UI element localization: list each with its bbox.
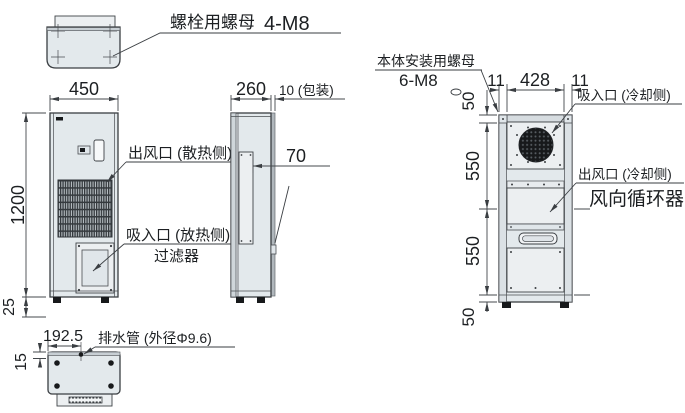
air-circulator-label: 风向循环器 (589, 188, 684, 210)
rear-screw-strip (506, 180, 565, 189)
front-handle (93, 139, 105, 162)
top-view-front-band (46, 27, 121, 32)
rear-bottom50-text: 50 (459, 308, 478, 327)
front-filter-inner (81, 249, 109, 287)
outlet-heat-label: 出风口 (散热侧) (128, 145, 232, 162)
rear-top50-text: 50 (459, 92, 478, 111)
body-mount-nut-spec-label: 6-M8 (399, 71, 438, 90)
side-front-face-strip (230, 112, 237, 298)
front-view (49, 112, 119, 303)
bottom-view (47, 342, 121, 407)
front-foot-right (101, 297, 109, 303)
inlet-cool-label: 吸入口 (冷却侧) (577, 88, 671, 103)
front-view-dimensions: 450 1200 25 (1, 79, 119, 318)
rear-bracket-nut-left (502, 118, 504, 120)
offset70-leader (274, 185, 290, 244)
top-view: 螺栓用螺母 4-M8 (46, 13, 341, 69)
rear-thin-row-screw-right (559, 226, 561, 228)
outlet-cool-leader (549, 182, 577, 213)
side-foot-front (236, 297, 244, 303)
filter-label: 过滤器 (154, 248, 199, 265)
rear-margin-right-text: 11 (571, 71, 589, 90)
height-dim-text: 1200 (8, 185, 28, 225)
mount-nut-symbol (450, 88, 462, 96)
front-outlet-grille (57, 179, 113, 238)
rear-top-frame (506, 114, 565, 123)
base-height-dim-text: 25 (1, 298, 18, 316)
drain-pipe (78, 352, 84, 357)
rear-width-text: 428 (520, 70, 550, 90)
rear-right-extension-lines (574, 208, 590, 296)
bolt-nut-cross-marks (51, 24, 117, 64)
offset70-dim-text: 70 (286, 146, 306, 166)
front-nameplate (56, 117, 63, 121)
body-mount-nut-leader (480, 69, 499, 113)
rear-bottom-panel (506, 247, 565, 293)
body-mount-nut-label: 本体安装用螺母 (377, 53, 475, 69)
drain-pipe-label: 排水管 (外径Φ9.6) (98, 330, 212, 346)
inlet-heat-leader (92, 243, 125, 272)
rear-thin-row-screw-left (510, 226, 512, 228)
drain-x-dim-text: 192.5 (43, 328, 83, 345)
width-dim-text: 450 (69, 79, 99, 99)
rear-right-edge-strip (564, 114, 573, 303)
side-view-dimensions: 260 10 (包装) 70 (230, 79, 345, 244)
rear-foot-left (502, 302, 511, 308)
packing-dim-text: 10 (包装) (279, 83, 334, 98)
rear-margin-left-text: 11 (487, 71, 505, 90)
rear-view (498, 114, 573, 308)
rear-thin-row (506, 223, 565, 231)
side-foot-rear (257, 297, 265, 303)
rear-left-edge-strip (498, 114, 507, 303)
rear-view-callouts: 本体安装用螺母 6-M8 吸入口 (冷却侧) 出风口 (冷却侧) 风向循环器 (375, 53, 684, 213)
side-view (230, 112, 277, 303)
bolt-nut-spec-label: 4-M8 (264, 13, 310, 35)
bottom-feet (54, 360, 114, 389)
rear-handle-slot-inner (522, 235, 554, 242)
rear-screw-strip-screws (511, 183, 560, 186)
front-filter-screws (77, 244, 113, 292)
side-tab (270, 244, 277, 255)
rear-fan-panel-screws (510, 125, 561, 166)
rear-lower550-text: 550 (463, 236, 483, 266)
bottom-view-dimensions: 192.5 15 排水管 (外径Φ9.6) (13, 328, 235, 371)
bolt-nut-label: 螺栓用螺母 (170, 13, 255, 32)
rear-top-extension-lines (498, 84, 573, 112)
inlet-heat-label: 吸入口 (放热侧) (126, 227, 230, 244)
front-control-display-screen (80, 148, 85, 152)
outlet-heat-leader (106, 161, 127, 183)
bolt-nut-leader-line (112, 32, 341, 57)
front-foot-left (53, 297, 61, 303)
bottom-vent-slots (68, 396, 103, 404)
rear-upper550-text: 550 (463, 151, 483, 181)
top-view-rear-ledge (54, 15, 116, 29)
rear-bottom-panel-screws (510, 251, 561, 289)
side-service-panel (238, 151, 254, 245)
inlet-cool-leader (551, 103, 576, 134)
drain-pipe-leader (83, 346, 96, 355)
rear-foot-right (560, 302, 569, 308)
front-view-callouts: 出风口 (散热侧) 吸入口 (放热侧) 过滤器 (92, 145, 242, 272)
top-view-body (46, 26, 121, 69)
rear-fan-grille (518, 127, 554, 163)
depth-dim-text: 260 (236, 79, 266, 99)
side-panel-screws (240, 154, 252, 242)
outlet-cool-label: 出风口 (冷却侧) (578, 167, 672, 182)
rear-bracket-nut-right (567, 118, 569, 120)
drain-y-dim-text: 15 (13, 353, 30, 371)
rear-view-dimensions: 11 428 11 50 550 550 50 (459, 70, 590, 326)
